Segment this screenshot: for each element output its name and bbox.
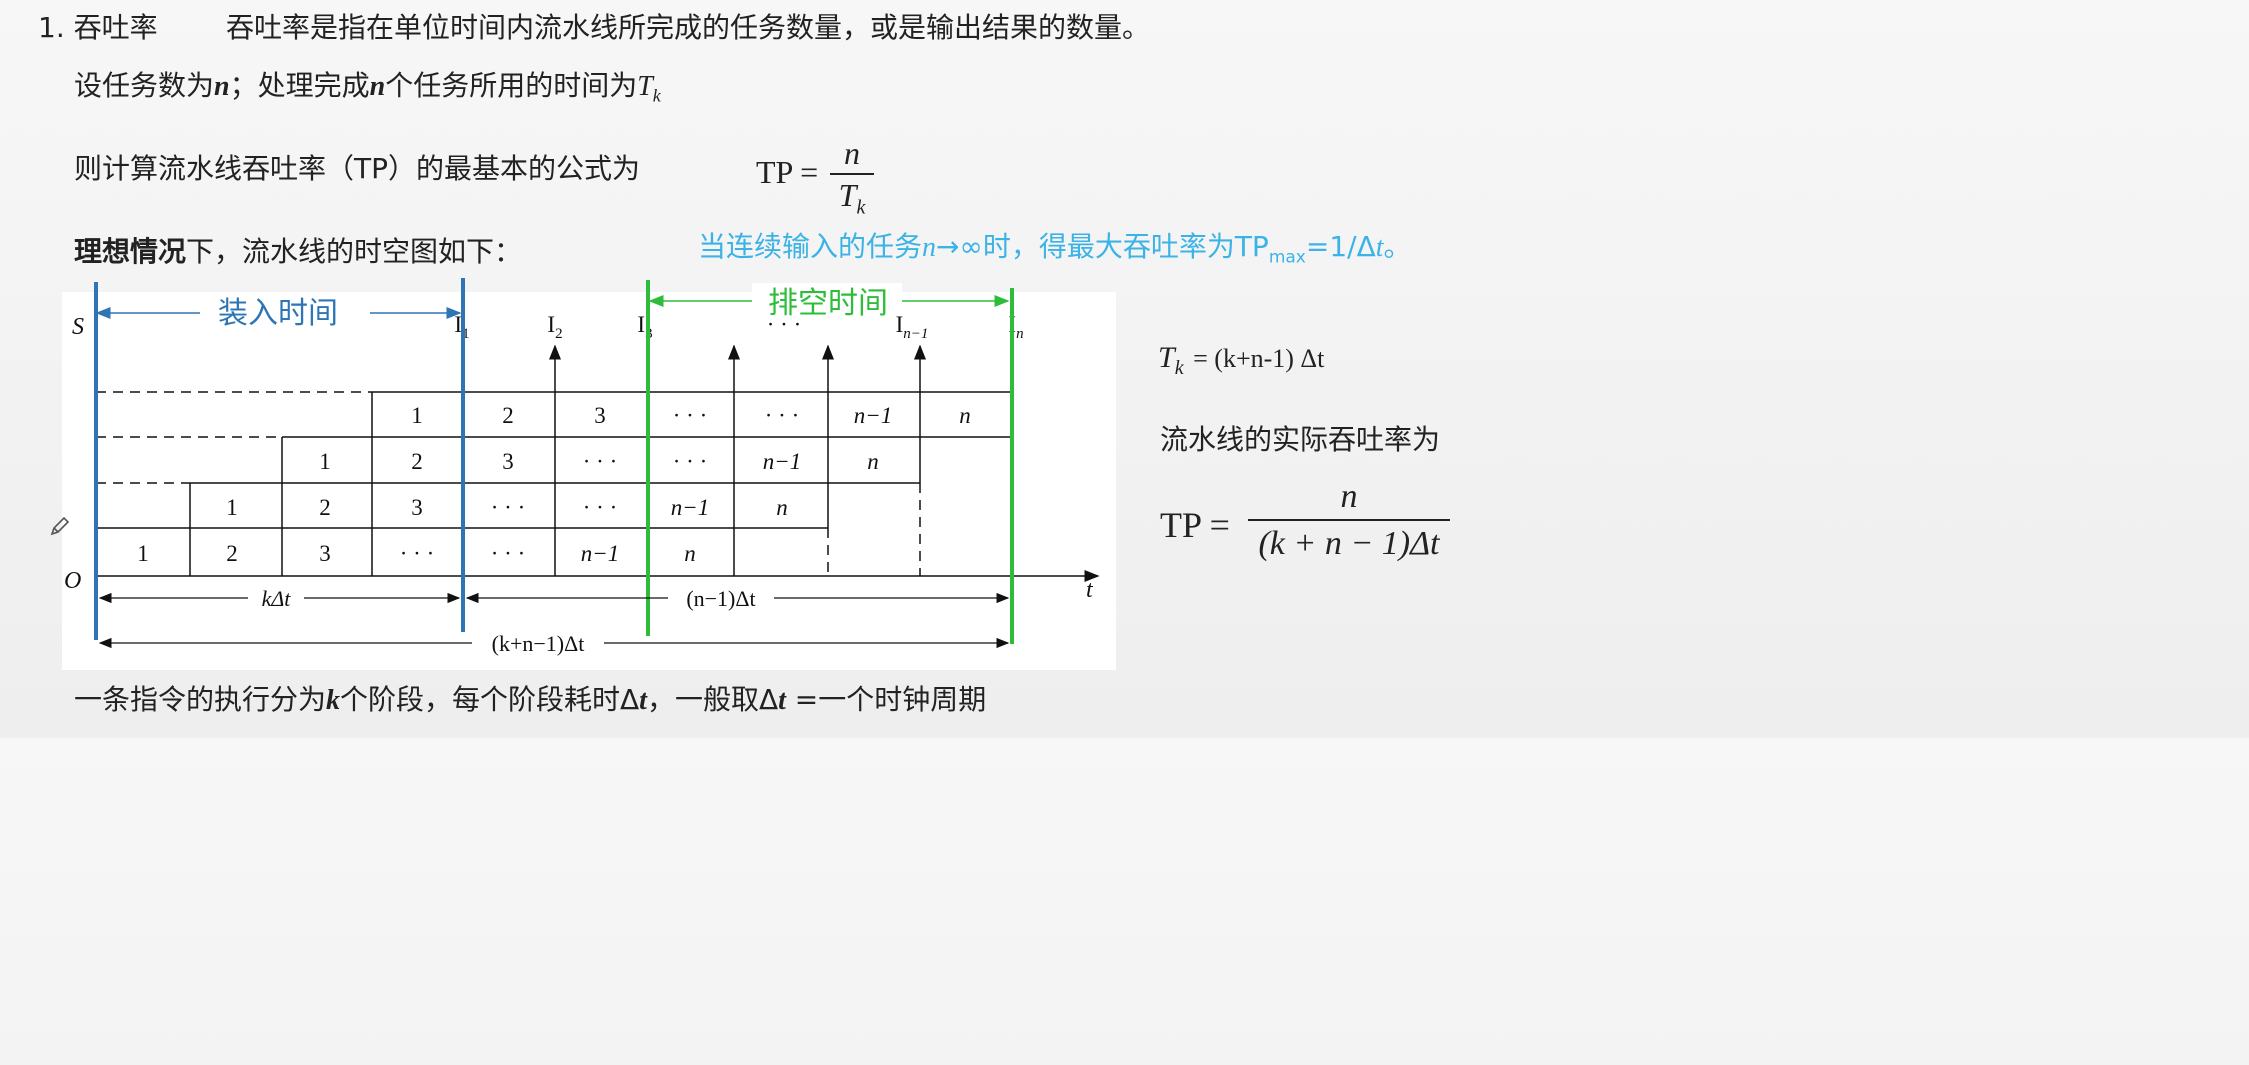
cell-stage3-task-3: 3 — [502, 449, 514, 474]
cell-stage4-task-1: 1 — [411, 403, 423, 428]
max-throughput-note: 当连续输入的任务n→∞时，得最大吞吐率为TPmax=1/Δt。 — [698, 230, 1412, 268]
setup-line: 设任务数为n；处理完成n个任务所用的时间为Tk — [74, 69, 661, 106]
dim-total-label: (k+n−1)Δt — [492, 631, 585, 656]
output-arrows — [549, 344, 926, 392]
grid-lines — [96, 391, 1010, 576]
cell-stage2-task-2: 2 — [319, 495, 331, 520]
cell-stage1-task-1: 1 — [137, 541, 149, 566]
load-time-label: 装入时间 — [218, 296, 338, 331]
tk-formula: Tk = (k+n-1) Δt — [1158, 341, 1325, 379]
drain-time-label: 排空时间 — [768, 286, 888, 321]
t-axis-label: t — [1086, 577, 1094, 603]
diagram-panel — [62, 292, 1116, 670]
dim-load-label: kΔt — [262, 586, 292, 611]
s-axis-label: S — [72, 314, 84, 340]
cell-stage1-task-2: 2 — [226, 541, 238, 566]
cell-stage3-task-5: · · · — [673, 449, 707, 474]
footer-line: 一条指令的执行分为k个阶段，每个阶段耗时Δt，一般取Δt =一个时钟周期 — [74, 683, 987, 716]
cell-stage2-task-1: 1 — [226, 495, 238, 520]
section-title: 吞吐率 — [73, 11, 158, 44]
cell-stage4-task-6: n−1 — [854, 403, 893, 428]
cell-stage1-task-4: · · · — [400, 541, 434, 566]
origin-label: O — [64, 568, 81, 594]
cell-stage4-task-3: 3 — [594, 403, 606, 428]
basic-formula-lhs: TP = — [756, 154, 819, 190]
section-heading: 1. 吞吐率 — [38, 14, 158, 42]
cell-stage4-task-5: · · · — [765, 403, 799, 428]
cell-labels: 1 2 3 · · · · · · n−1 n 1 2 3 · · · · · · n−1 n 1 2 3 · ·… — [137, 403, 971, 566]
pencil-icon[interactable] — [48, 514, 72, 538]
cell-stage4-task-7: n — [959, 403, 971, 428]
section-number: 1. — [38, 11, 65, 44]
cell-stage4-task-2: 2 — [502, 403, 514, 428]
ideal-line: 理想情况下，流水线的时空图如下： — [74, 235, 523, 268]
output-label-2: I2 — [547, 312, 562, 342]
cell-stage3-task-2: 2 — [411, 449, 423, 474]
cell-stage1-task-3: 3 — [319, 541, 331, 566]
basic-formula-text: 则计算流水线吞吐率（TP）的最基本的公式为 — [74, 152, 640, 185]
cell-stage3-task-7: n — [867, 449, 879, 474]
cell-stage2-task-5: · · · — [583, 495, 617, 520]
cell-stage2-task-4: · · · — [491, 495, 525, 520]
space-time-diagram: 装入时间 排空时间 S O t 1 2 3 · · · · · · n−1 n 1 — [64, 278, 1100, 656]
cell-stage2-task-7: n — [776, 495, 788, 520]
actual-tp-lhs: TP = — [1160, 505, 1230, 545]
definition-text: 吞吐率是指在单位时间内流水线所完成的任务数量，或是输出结果的数量。 — [226, 11, 1151, 44]
cell-stage3-task-1: 1 — [319, 449, 331, 474]
cell-stage1-task-6: n−1 — [581, 541, 620, 566]
output-label-3: I3 — [637, 312, 652, 342]
cell-stage2-task-6: n−1 — [671, 495, 710, 520]
cell-stage2-task-3: 3 — [411, 495, 423, 520]
cell-stage1-task-7: n — [684, 541, 696, 566]
dim-drain-label: (n−1)Δt — [686, 586, 755, 611]
actual-tp-fraction: n (k + n − 1)Δt — [1248, 478, 1450, 564]
output-labels: I1I2I3· · ·In−1In — [454, 312, 1023, 342]
cell-stage1-task-5: · · · — [491, 541, 525, 566]
basic-formula-fraction: n Tk — [830, 135, 874, 225]
output-label-4: · · · — [767, 312, 801, 337]
dashed-lines — [96, 391, 921, 576]
cell-stage3-task-6: n−1 — [763, 449, 802, 474]
actual-throughput-label: 流水线的实际吞吐率为 — [1160, 423, 1441, 456]
output-label-5: In−1 — [896, 312, 929, 342]
cell-stage3-task-4: · · · — [583, 449, 617, 474]
cell-stage4-task-4: · · · — [673, 403, 707, 428]
